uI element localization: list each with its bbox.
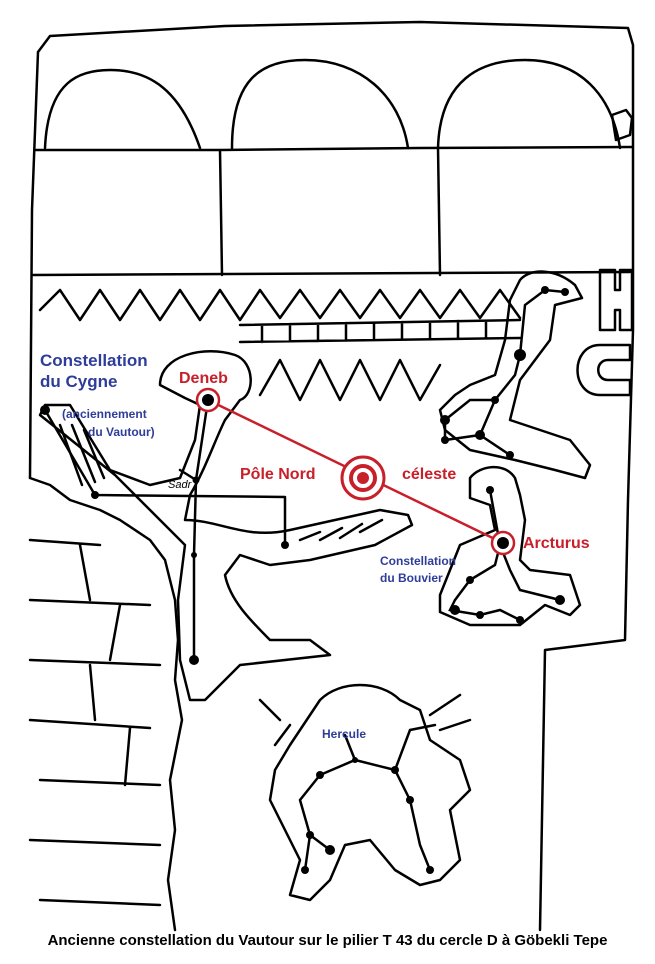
sadr-label: Sadr xyxy=(168,479,192,491)
right-bird-outline xyxy=(438,270,592,480)
crescent-symbol xyxy=(576,343,632,397)
arcturus-label: Arcturus xyxy=(523,535,590,552)
deneb-label: Deneb xyxy=(179,370,228,387)
vulture-body xyxy=(38,350,414,702)
hercules-arms xyxy=(258,693,472,747)
arch-knob xyxy=(610,108,634,142)
cygnus-title-line1: Constellation xyxy=(40,351,148,370)
mid-band-divider-right xyxy=(436,146,442,277)
arcturus-star xyxy=(497,537,509,549)
mid-band-divider-left xyxy=(218,148,224,277)
top-band xyxy=(33,145,634,152)
bootes-title-line2: du Bouvier xyxy=(380,571,443,585)
bootes-outline xyxy=(438,465,582,627)
hercules-outline xyxy=(268,683,472,902)
rectangle-row xyxy=(238,318,522,344)
cygnus-note-line2: du Vautour) xyxy=(88,425,155,439)
zigzag-top xyxy=(38,288,522,322)
cygnus-title-line2: du Cygne xyxy=(40,372,118,391)
star-dots xyxy=(40,286,569,874)
arch-right xyxy=(436,58,622,150)
broken-stone-edge xyxy=(28,476,184,932)
cygnus-star-lines xyxy=(43,398,287,662)
pole-center xyxy=(357,472,369,484)
bootes-title-line1: Constellation xyxy=(380,554,457,568)
arch-left xyxy=(43,68,202,150)
broken-stone-lines xyxy=(28,538,162,907)
zigzag-bottom xyxy=(258,358,442,402)
cygnus-note-line1: (anciennement xyxy=(62,407,147,421)
vulture-wing-hatch xyxy=(58,423,384,542)
hercules-star-lines xyxy=(298,723,437,872)
figure-caption: Ancienne constellation du Vautour sur le… xyxy=(47,932,608,949)
pillar-outline xyxy=(28,20,635,932)
pole-label-part2: céleste xyxy=(402,466,457,483)
celestial-alignment xyxy=(195,387,516,556)
arcturus-fig-star-lines xyxy=(443,288,567,457)
hercules-label: Hercule xyxy=(322,727,367,741)
arch-middle xyxy=(230,58,410,150)
h-symbol xyxy=(598,268,634,332)
pole-label-part1: Pôle Nord xyxy=(240,466,316,483)
deneb-star xyxy=(202,394,214,406)
